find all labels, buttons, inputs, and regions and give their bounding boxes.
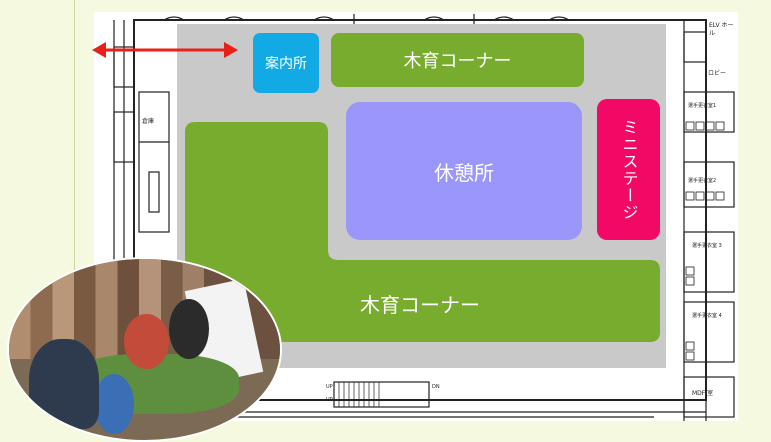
event-photo (7, 257, 282, 442)
mokuiku-corner-top-zone[interactable]: 木育コーナー (331, 33, 584, 87)
mokuiku-bottom-label: 木育コーナー (360, 292, 480, 317)
photo-person (29, 339, 99, 429)
mini-stage-zone[interactable]: ミニステージ (597, 99, 660, 240)
locker3-label: 選手更衣室 3 (692, 243, 722, 249)
mokuiku-top-label: 木育コーナー (403, 51, 512, 72)
locker1-label: 選手更衣室1 (688, 103, 717, 109)
storage-label: 倉庫 (142, 118, 155, 125)
mini-stage-label: ミニステージ (619, 118, 639, 221)
info-desk-zone[interactable]: 案内所 (253, 33, 319, 93)
photo-person (94, 374, 134, 434)
mdf-label: MDF 室 (692, 390, 714, 397)
up-label-1: UP (326, 384, 333, 390)
mokuiku-bottom-zone[interactable]: 木育コーナー (330, 268, 510, 338)
floor-plan-lines (113, 14, 735, 421)
rest-area-zone[interactable]: 休憩所 (346, 102, 582, 240)
locker2-label: 選手更衣室2 (688, 178, 717, 184)
double-arrow-icon (92, 42, 238, 58)
locker4-label: 選手更衣室 4 (692, 313, 722, 319)
elv-hall-label: ELV ホール (709, 22, 734, 37)
up-label-2: UP (326, 397, 333, 403)
photo-person (169, 299, 209, 359)
dn-label-2: DN (432, 384, 440, 390)
info-desk-label: 案内所 (265, 56, 307, 72)
rest-area-label: 休憩所 (434, 160, 494, 185)
photo-person (124, 314, 169, 369)
mokuiku-corner-area-bottom (185, 122, 660, 342)
lobby-label: ロビー (708, 70, 727, 77)
